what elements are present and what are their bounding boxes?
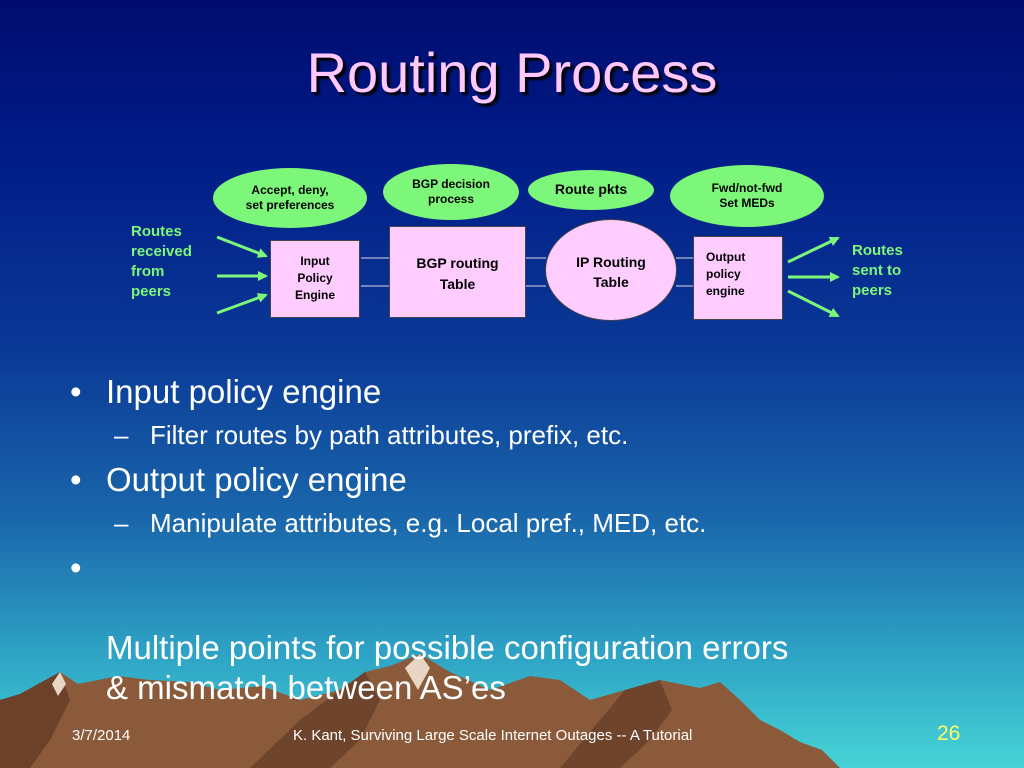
footer-date: 3/7/2014 [72, 727, 131, 744]
box-bgp-routing-table: BGP routing Table [389, 226, 526, 318]
bullet-input-policy: • Input policy engine [70, 372, 970, 412]
box-input-policy-engine: Input Policy Engine [270, 240, 360, 318]
incoming-arrow-top [216, 235, 268, 258]
subbullet-manipulate: – Manipulate attributes, e.g. Local pref… [70, 506, 970, 540]
label-routes-received: Routes received from peers [131, 223, 192, 300]
bullet-multiple-points: • Multiple points for possible configura… [70, 548, 970, 708]
outgoing-arrow-bottom [787, 289, 840, 318]
bullet-text: Output policy engine [106, 461, 407, 498]
bullet-text: Multiple points for possible configurati… [106, 629, 789, 706]
slide-number: 26 [937, 722, 961, 745]
slide-title: Routing Process [306, 41, 718, 104]
connector-lines [361, 257, 694, 287]
bullet-list: • Input policy engine – Filter routes by… [70, 372, 970, 714]
outgoing-arrow-top [787, 236, 840, 264]
mountain-landscape [0, 654, 840, 768]
incoming-arrow-bottom [216, 293, 268, 315]
outgoing-arrows [787, 236, 840, 318]
bullet-text: Input policy engine [106, 373, 382, 410]
footer-credit: K. Kant, Surviving Large Scale Internet … [293, 727, 693, 744]
incoming-arrows [216, 235, 268, 315]
bullet-output-policy: • Output policy engine [70, 460, 970, 500]
oval-accept-deny: Accept, deny, set preferences [213, 168, 367, 228]
subbullet-text: Filter routes by path attributes, prefix… [150, 420, 629, 450]
bullet-dash: – [114, 508, 129, 538]
oval-fwd-not-fwd: Fwd/not-fwd Set MEDs [670, 165, 824, 227]
bullet-dot: • [70, 549, 82, 586]
bullet-dash: – [114, 420, 129, 450]
bullet-dot: • [70, 461, 82, 498]
subbullet-filter-routes: – Filter routes by path attributes, pref… [70, 418, 970, 452]
box-output-policy-engine: Output policy engine [693, 236, 783, 320]
subbullet-text: Manipulate attributes, e.g. Local pref.,… [150, 508, 707, 538]
oval-bgp-decision: BGP decision process [383, 164, 519, 220]
circle-ip-routing-table: IP Routing Table [545, 219, 677, 321]
oval-route-pkts: Route pkts [528, 170, 654, 210]
bullet-dot: • [70, 373, 82, 410]
label-routes-sent: Routes sent to peers [852, 242, 903, 299]
